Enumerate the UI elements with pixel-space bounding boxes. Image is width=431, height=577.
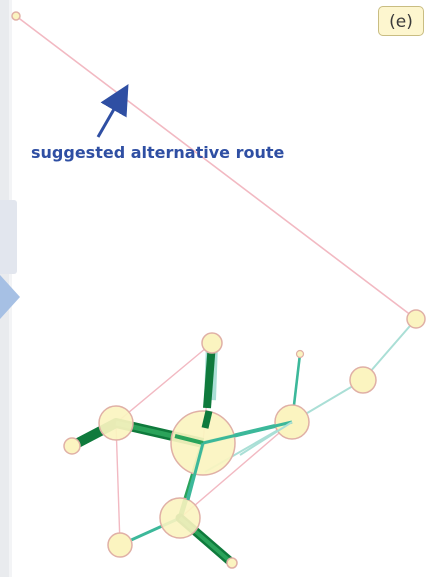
annotation-arrow-icon [96, 83, 129, 138]
route-segment [115, 422, 121, 546]
flow-edge-thick [201, 410, 213, 429]
node [295, 349, 305, 359]
node [63, 437, 81, 455]
node [201, 332, 223, 354]
flow-edge [202, 420, 293, 445]
flow-edge [174, 434, 204, 445]
light-flow [204, 318, 417, 473]
route-segment [179, 421, 293, 519]
side-arrow-icon [0, 275, 20, 319]
annotation-label: suggested alternative route [31, 143, 285, 162]
flow-edge-thick [203, 342, 216, 409]
side-tab [0, 200, 17, 274]
route-segment [115, 342, 213, 424]
node [159, 497, 201, 539]
node [349, 366, 377, 394]
node-origin [11, 11, 21, 21]
node [406, 309, 426, 329]
flow-edge-light [204, 318, 417, 473]
flow-edges-overlay [174, 410, 293, 501]
node [107, 532, 133, 558]
panel-label: (e) [378, 6, 424, 36]
node [226, 557, 238, 569]
flow-edge-light [239, 421, 293, 456]
flow-edge [186, 442, 205, 501]
node [98, 405, 134, 441]
route-segment-top [15, 15, 417, 320]
